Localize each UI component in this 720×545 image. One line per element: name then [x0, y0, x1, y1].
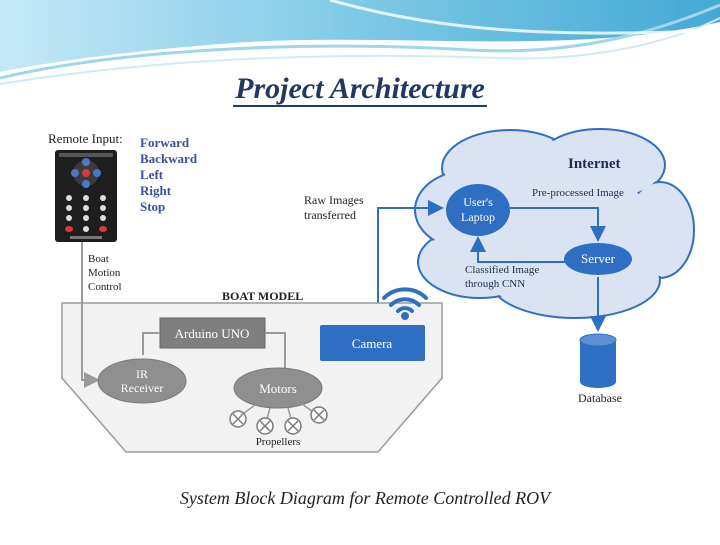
camera-block [320, 325, 425, 361]
motors-node [233, 367, 323, 409]
arduino-uno-block [159, 317, 266, 349]
propeller-icon [284, 417, 302, 435]
ir-receiver-label-line1: IR [136, 367, 148, 381]
boat-motion-label-line1: Boat [88, 253, 109, 265]
network-arrows [377, 200, 606, 332]
wifi-dot [401, 312, 409, 320]
diagram-caption: System Block Diagram for Remote Controll… [179, 488, 551, 508]
laptop-label-line2: Laptop [461, 210, 495, 224]
boat-internal-connectors [142, 332, 286, 370]
laptop-label-line1: User's [463, 195, 493, 209]
command-forward: Forward [140, 135, 190, 150]
ir-receiver-label-line2: Receiver [121, 381, 164, 395]
propeller-icon [310, 406, 328, 424]
server-node [564, 243, 632, 275]
users-laptop-node [446, 184, 510, 236]
database-label: Database [578, 391, 622, 405]
header-decoration [0, 0, 720, 85]
wifi-icon [382, 287, 428, 313]
camera-label: Camera [352, 336, 393, 351]
propeller-icons [229, 406, 328, 435]
remote-command-list: Forward Backward Left Right Stop [140, 135, 198, 214]
command-stop: Stop [140, 199, 165, 214]
boat-motion-label-line2: Motion [88, 267, 121, 279]
server-label: Server [581, 251, 616, 266]
remote-control-icon [55, 150, 117, 242]
boat-model-title: BOAT MODEL [222, 289, 303, 303]
classified-label-line2: through CNN [465, 278, 525, 290]
remote-input-label: Remote Input: [48, 131, 123, 146]
propeller-icon [256, 417, 274, 435]
command-left: Left [140, 167, 164, 182]
boat-motion-label-line3: Control [88, 281, 122, 293]
preprocessed-image-label: Pre-processed Image [532, 187, 624, 199]
propellers-label: Propellers [256, 436, 301, 448]
internet-label: Internet [568, 156, 621, 172]
remote-to-ir-connector [81, 242, 100, 388]
database-icon [579, 333, 617, 388]
page-title: Project Architecture [0, 72, 720, 107]
command-backward: Backward [140, 151, 198, 166]
raw-images-label-line2: transferred [304, 208, 356, 222]
page-title-text: Project Architecture [233, 72, 487, 107]
classified-label-line1: Classified Image [465, 264, 539, 276]
command-right: Right [140, 183, 172, 198]
ir-receiver-node [97, 358, 187, 404]
arduino-uno-label: Arduino UNO [175, 326, 250, 341]
motors-label: Motors [259, 381, 297, 396]
raw-images-label-line1: Raw Images [304, 193, 364, 207]
propeller-icon [229, 410, 247, 428]
